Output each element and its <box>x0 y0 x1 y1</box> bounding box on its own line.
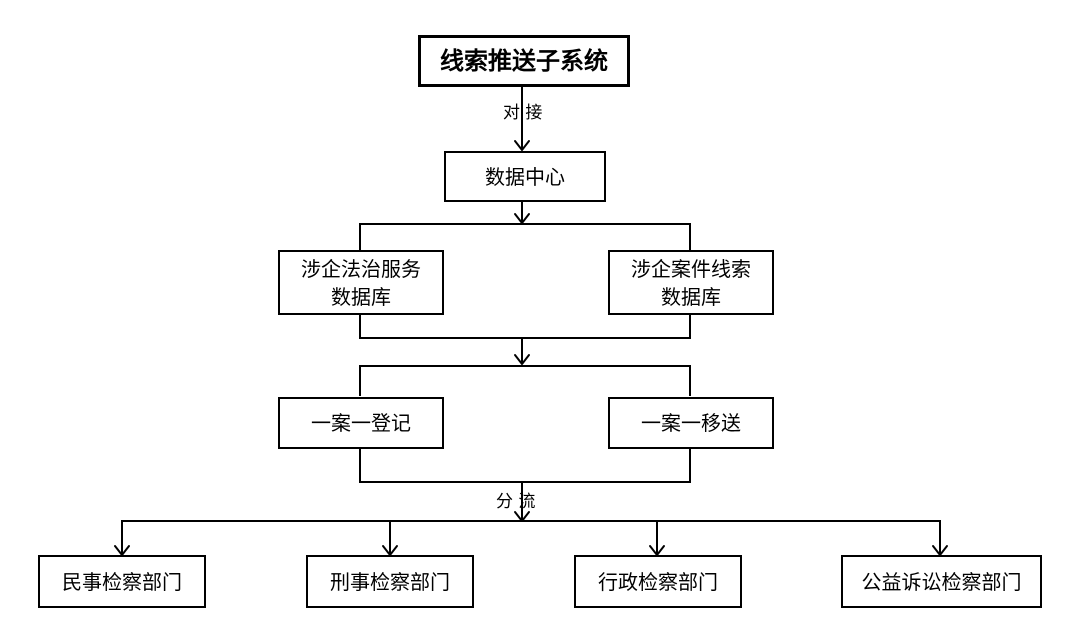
arrowhead-databases <box>514 213 530 224</box>
title-box: 线索推送子系统 <box>418 35 630 87</box>
data-center-box: 数据中心 <box>444 151 606 202</box>
dept-criminal-box: 刑事检察部门 <box>306 555 474 608</box>
databases-bottom-bracket <box>359 314 691 339</box>
dept-public-interest-text: 公益诉讼检察部门 <box>861 569 1022 594</box>
dept-criminal-text: 刑事检察部门 <box>330 569 450 594</box>
departments-bracket <box>121 520 941 555</box>
case-clues-db-line2: 数据库 <box>661 284 721 309</box>
split-label: 分 流 <box>496 492 536 512</box>
dept-public-interest-box: 公益诉讼检察部门 <box>841 555 1042 608</box>
dock-label: 对 接 <box>503 103 543 123</box>
arrowhead-split <box>514 511 530 522</box>
databases-top-bracket <box>359 223 691 250</box>
processes-top-bracket <box>359 365 691 396</box>
dept-civil-box: 民事检察部门 <box>38 555 206 608</box>
case-clues-db-box: 涉企案件线索 数据库 <box>608 250 774 315</box>
legal-service-db-line2: 数据库 <box>331 284 391 309</box>
legal-service-db-box: 涉企法治服务 数据库 <box>278 250 444 315</box>
transfer-text: 一案一移送 <box>641 411 741 435</box>
register-box: 一案一登记 <box>278 397 444 449</box>
arrowhead-processes <box>514 354 530 365</box>
dept-civil-text: 民事检察部门 <box>62 569 182 594</box>
case-clues-db-line1: 涉企案件线索 <box>631 256 751 281</box>
processes-bottom-bracket <box>359 448 691 483</box>
arrowhead-datacenter <box>514 140 530 151</box>
data-center-text: 数据中心 <box>485 164 565 189</box>
dept-administrative-box: 行政检察部门 <box>574 555 742 608</box>
title-text: 线索推送子系统 <box>440 47 608 75</box>
transfer-box: 一案一移送 <box>608 397 774 449</box>
register-text: 一案一登记 <box>311 411 411 435</box>
dept-administrative-text: 行政检察部门 <box>598 569 718 594</box>
legal-service-db-line1: 涉企法治服务 <box>301 256 421 281</box>
